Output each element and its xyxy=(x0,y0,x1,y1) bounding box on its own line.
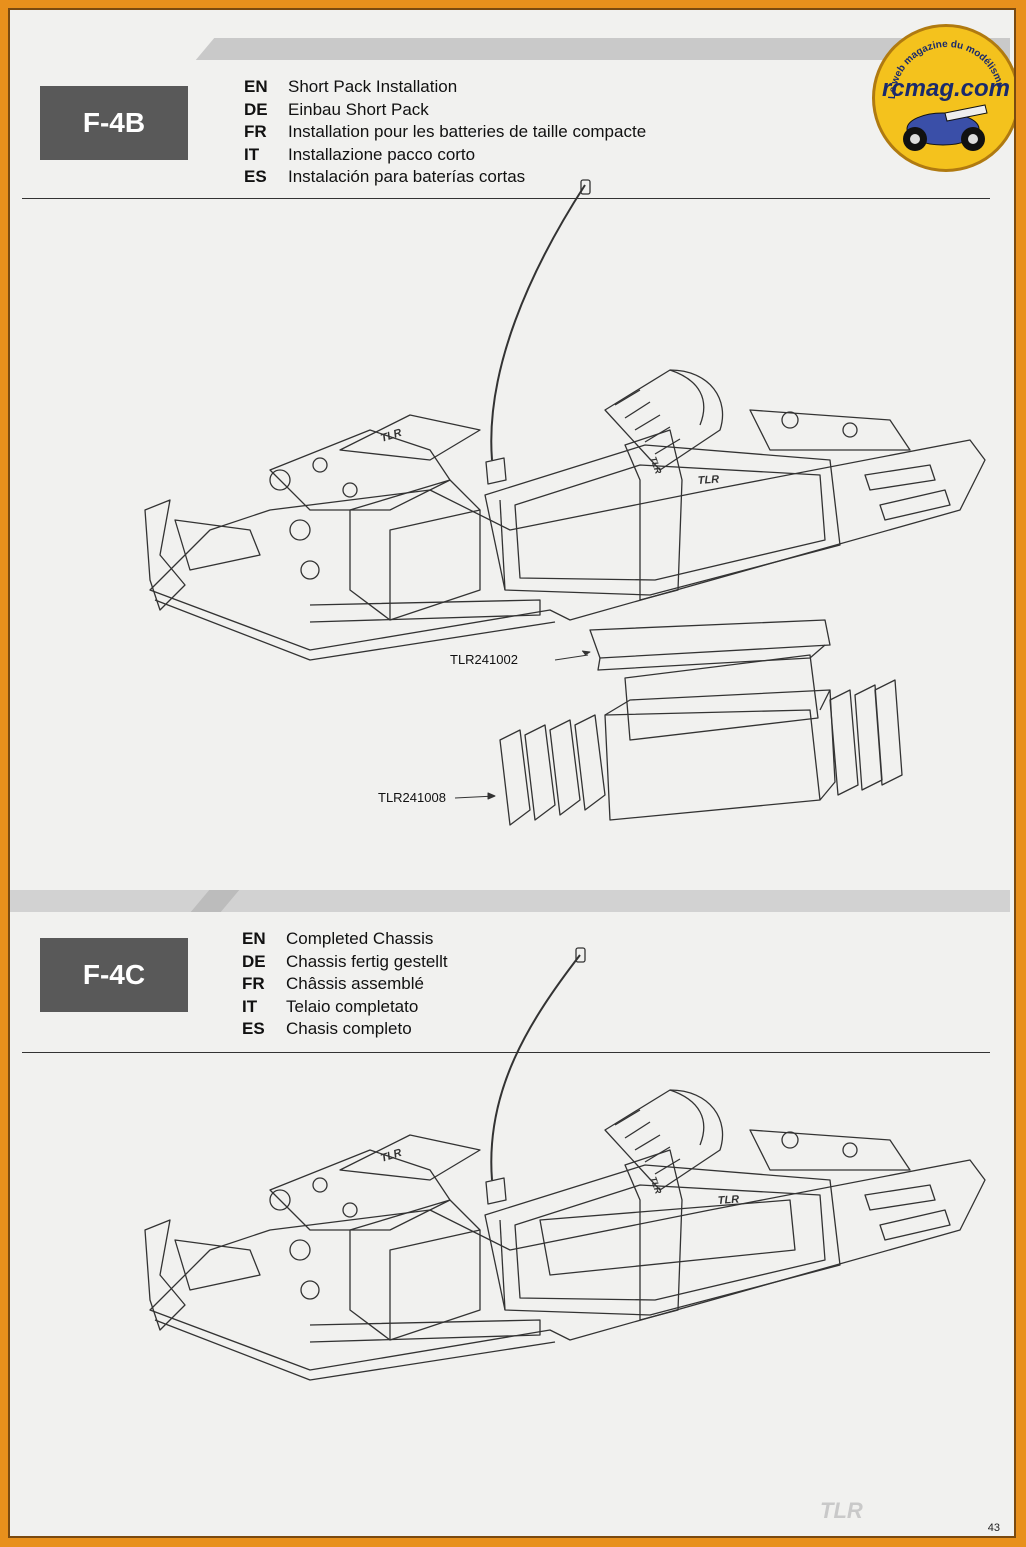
title-text: Telaio completato xyxy=(286,996,419,1016)
manual-page: F-4B EN Short Pack Installation DE Einbau … xyxy=(8,8,1016,1538)
tray-logo: TLR xyxy=(717,1194,739,1207)
chassis-logo: TLR xyxy=(379,427,403,445)
title-text: Instalación para baterías cortas xyxy=(288,167,526,186)
lang-code: IT xyxy=(242,996,258,1016)
section-band xyxy=(10,890,1010,912)
title-row: DE Einbau Short Pack xyxy=(244,99,646,122)
chassis-illustration-f4b: TLR xyxy=(144,179,986,661)
step-f4b-divider xyxy=(22,198,990,199)
title-row: ES Instalación para baterías cortas xyxy=(244,166,646,189)
title-text: Short Pack Installation xyxy=(288,77,458,96)
footer-brand-logo: TLR xyxy=(820,1498,863,1523)
lang-code: ES xyxy=(244,167,267,186)
callout-tlr241002: TLR241002 xyxy=(450,652,518,667)
title-row: IT Telaio completato xyxy=(242,996,448,1019)
title-text: Chassis fertig gestellt xyxy=(286,951,448,971)
lang-code: DE xyxy=(242,951,266,971)
title-row: DE Chassis fertig gestellt xyxy=(242,951,448,974)
rcmag-watermark-logo: Le web magazine du modélisme rcmag.com xyxy=(872,24,1014,172)
lang-code: EN xyxy=(242,929,266,948)
title-text: Completed Chassis xyxy=(286,929,434,948)
title-text: Chasis completo xyxy=(286,1019,412,1038)
logo-name: rcmag.com xyxy=(881,75,1011,102)
battery-pack-part xyxy=(604,654,836,821)
lang-code: ES xyxy=(242,1019,265,1038)
page-number: 43 xyxy=(987,1522,1000,1534)
spacer-part-tlr241002 xyxy=(589,619,831,671)
header-band xyxy=(220,38,1010,60)
title-row: FR Châssis assemblé xyxy=(242,973,448,996)
lang-code: FR xyxy=(242,974,265,993)
lang-code: DE xyxy=(244,99,268,119)
step-f4b-titles: EN Short Pack Installation DE Einbau Short… xyxy=(244,76,646,189)
title-row: EN Completed Chassis xyxy=(242,928,448,951)
title-row: ES Chasis completo xyxy=(242,1018,448,1041)
title-text: Einbau Short Pack xyxy=(288,99,429,119)
title-text: Châssis assemblé xyxy=(286,974,424,993)
lang-code: EN xyxy=(244,77,268,96)
title-row: EN Short Pack Installation xyxy=(244,76,646,99)
logo-badge-art: Le web magazine du modélisme xyxy=(887,39,1006,151)
title-text: Installation pour les batteries de taill… xyxy=(288,122,647,141)
callout-tlr241008: TLR241008 xyxy=(378,790,446,805)
foam-spacers-tlr241008 xyxy=(499,679,903,826)
assembly-illustrations: TLR xyxy=(144,179,986,1381)
step-f4c-titles: EN Completed Chassis DE Chassis fertig ges… xyxy=(242,928,448,1041)
step-label-f4b: F-4B xyxy=(40,86,188,160)
title-text: Installazione pacco corto xyxy=(288,144,476,164)
title-row: IT Installazione pacco corto xyxy=(244,144,646,167)
tray-logo: TLR xyxy=(697,474,719,487)
chassis-logo: TLR xyxy=(379,1147,403,1165)
step-label-f4c: F-4C xyxy=(40,938,188,1012)
lang-code: FR xyxy=(244,122,267,141)
title-row: FR Installation pour les batteries de tai… xyxy=(244,121,646,144)
chassis-illustration-f4c: TLR TLR TLR xyxy=(144,947,986,1381)
lang-code: IT xyxy=(244,144,260,164)
step-f4c-divider xyxy=(22,1052,990,1053)
